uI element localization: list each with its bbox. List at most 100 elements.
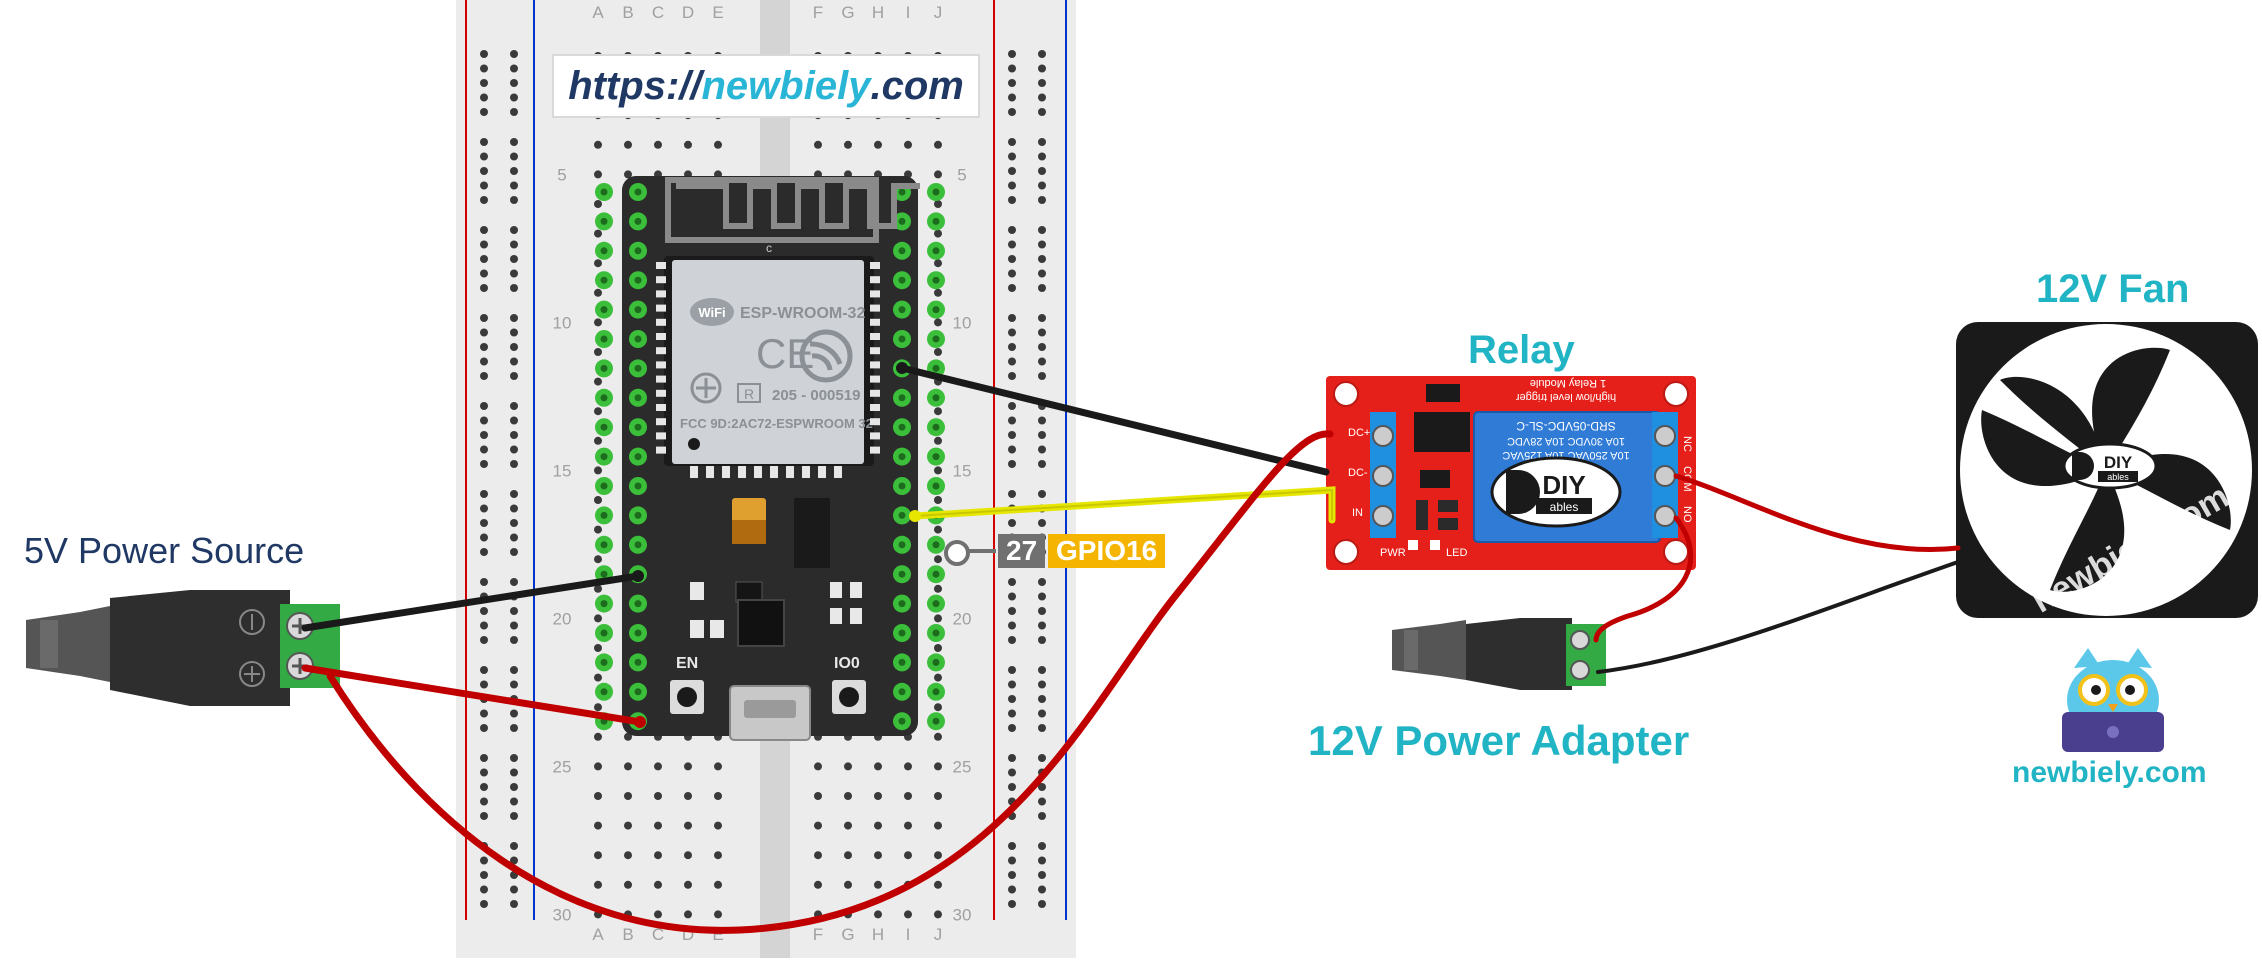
relay-title: Relay	[1468, 328, 1575, 372]
row-number: 30	[553, 905, 572, 924]
column-letter: G	[841, 3, 854, 22]
rail-hole	[510, 445, 518, 454]
module-pad	[834, 466, 842, 478]
column-letter: A	[592, 3, 604, 22]
rail-hole	[510, 504, 518, 513]
breadboard-hole	[594, 466, 602, 475]
coil-text-2: 10A 30VDC 10A 28VDC	[1507, 435, 1625, 447]
rail-hole	[510, 372, 518, 380]
rail-hole	[480, 196, 488, 204]
rail-hole	[1008, 900, 1016, 908]
rail-hole	[480, 372, 488, 380]
rail-hole	[1008, 871, 1016, 879]
row-number: 5	[957, 165, 966, 184]
breadboard-hole	[934, 288, 942, 297]
mount-hole-tr	[1663, 381, 1689, 407]
wire-relay-no-to-adapter	[1593, 515, 1694, 643]
rail-hole	[480, 900, 488, 908]
rail-hole	[510, 93, 518, 102]
rail-hole	[510, 357, 518, 366]
rail-hole	[480, 314, 488, 322]
breadboard-hole	[904, 762, 912, 771]
row-number: 25	[553, 757, 572, 776]
12v-screw-negative[interactable]	[1570, 660, 1590, 680]
breadboard-hole	[934, 200, 942, 208]
en-button-label: EN	[676, 655, 698, 672]
rail-hole	[510, 431, 518, 439]
io0-button[interactable]	[839, 687, 859, 707]
column-letter: J	[934, 3, 943, 22]
rail-hole	[1038, 519, 1046, 527]
breadboard-hole	[594, 377, 602, 386]
rail-hole	[1038, 416, 1046, 425]
rail-hole	[480, 490, 488, 498]
breadboard-hole	[904, 792, 912, 800]
esp32-header-pins	[595, 183, 945, 731]
rail-hole	[510, 768, 518, 777]
wire-adapter-to-fan	[1596, 560, 1960, 674]
rail-hole	[1008, 724, 1016, 732]
pin-nc-label: NC	[1681, 436, 1693, 452]
mount-hole-br	[1663, 539, 1689, 565]
screw-nc[interactable]	[1654, 425, 1676, 447]
breadboard-hole	[654, 910, 662, 919]
rail-hole	[510, 856, 518, 865]
module-pad	[870, 404, 880, 411]
screw-com[interactable]	[1654, 465, 1676, 487]
rail-hole	[480, 754, 488, 762]
breadboard-hole	[814, 140, 822, 149]
header-pin-hole	[932, 688, 940, 696]
rail-hole	[1038, 460, 1046, 468]
breadboard-hole	[714, 762, 722, 771]
rail-hole	[1038, 357, 1046, 366]
pin-callout-leader	[966, 549, 996, 553]
rail-hole	[480, 856, 488, 865]
rail-hole	[1008, 783, 1016, 791]
breadboard-hole	[814, 792, 822, 800]
rail-hole	[1008, 709, 1016, 718]
rail-hole	[1008, 343, 1016, 351]
header-pin-hole	[898, 306, 906, 314]
header-pin-hole	[600, 306, 608, 314]
rail-hole	[480, 152, 488, 161]
breadboard-hole	[934, 821, 942, 830]
screw-no[interactable]	[1654, 505, 1676, 527]
header-pin-hole	[898, 482, 906, 490]
rail-hole	[480, 680, 488, 689]
header-pin-hole	[600, 600, 608, 608]
module-pad	[870, 361, 880, 369]
pin-no-label: NO	[1681, 506, 1693, 523]
rail-hole	[480, 343, 488, 351]
rail-hole	[1038, 754, 1046, 762]
column-letter: F	[813, 925, 823, 944]
row-number: 10	[553, 313, 572, 332]
rail-hole	[1008, 226, 1016, 234]
rail-hole	[1038, 666, 1046, 674]
rail-hole	[1008, 431, 1016, 439]
12v-screw-positive[interactable]	[1570, 630, 1590, 650]
relay-board-text-2: high/low level trigger	[1516, 391, 1617, 403]
rail-hole	[510, 519, 518, 527]
breadboard-hole	[874, 762, 882, 771]
column-letter: E	[712, 925, 723, 944]
header-pin-hole	[600, 453, 608, 461]
screw-dcplus[interactable]	[1372, 425, 1394, 447]
header-pin-hole	[600, 335, 608, 343]
website-url-banner[interactable]: https://newbiely.com	[552, 54, 980, 118]
rail-hole	[1038, 269, 1046, 278]
en-button[interactable]	[677, 687, 697, 707]
header-pin-hole	[634, 276, 642, 284]
smd-part-3	[710, 620, 724, 638]
breadboard-hole	[594, 880, 602, 889]
mount-hole-tl	[1333, 381, 1359, 407]
rail-hole	[1008, 314, 1016, 322]
header-pin-hole	[932, 364, 940, 372]
rail-hole	[510, 402, 518, 410]
screw-in[interactable]	[1372, 505, 1394, 527]
relay-logo-top: DIY	[1542, 470, 1585, 500]
screw-dcminus[interactable]	[1372, 465, 1394, 487]
smd-part-7	[850, 608, 862, 624]
rail-hole	[480, 460, 488, 468]
header-pin-hole	[932, 717, 940, 725]
breadboard-hole	[684, 910, 692, 919]
